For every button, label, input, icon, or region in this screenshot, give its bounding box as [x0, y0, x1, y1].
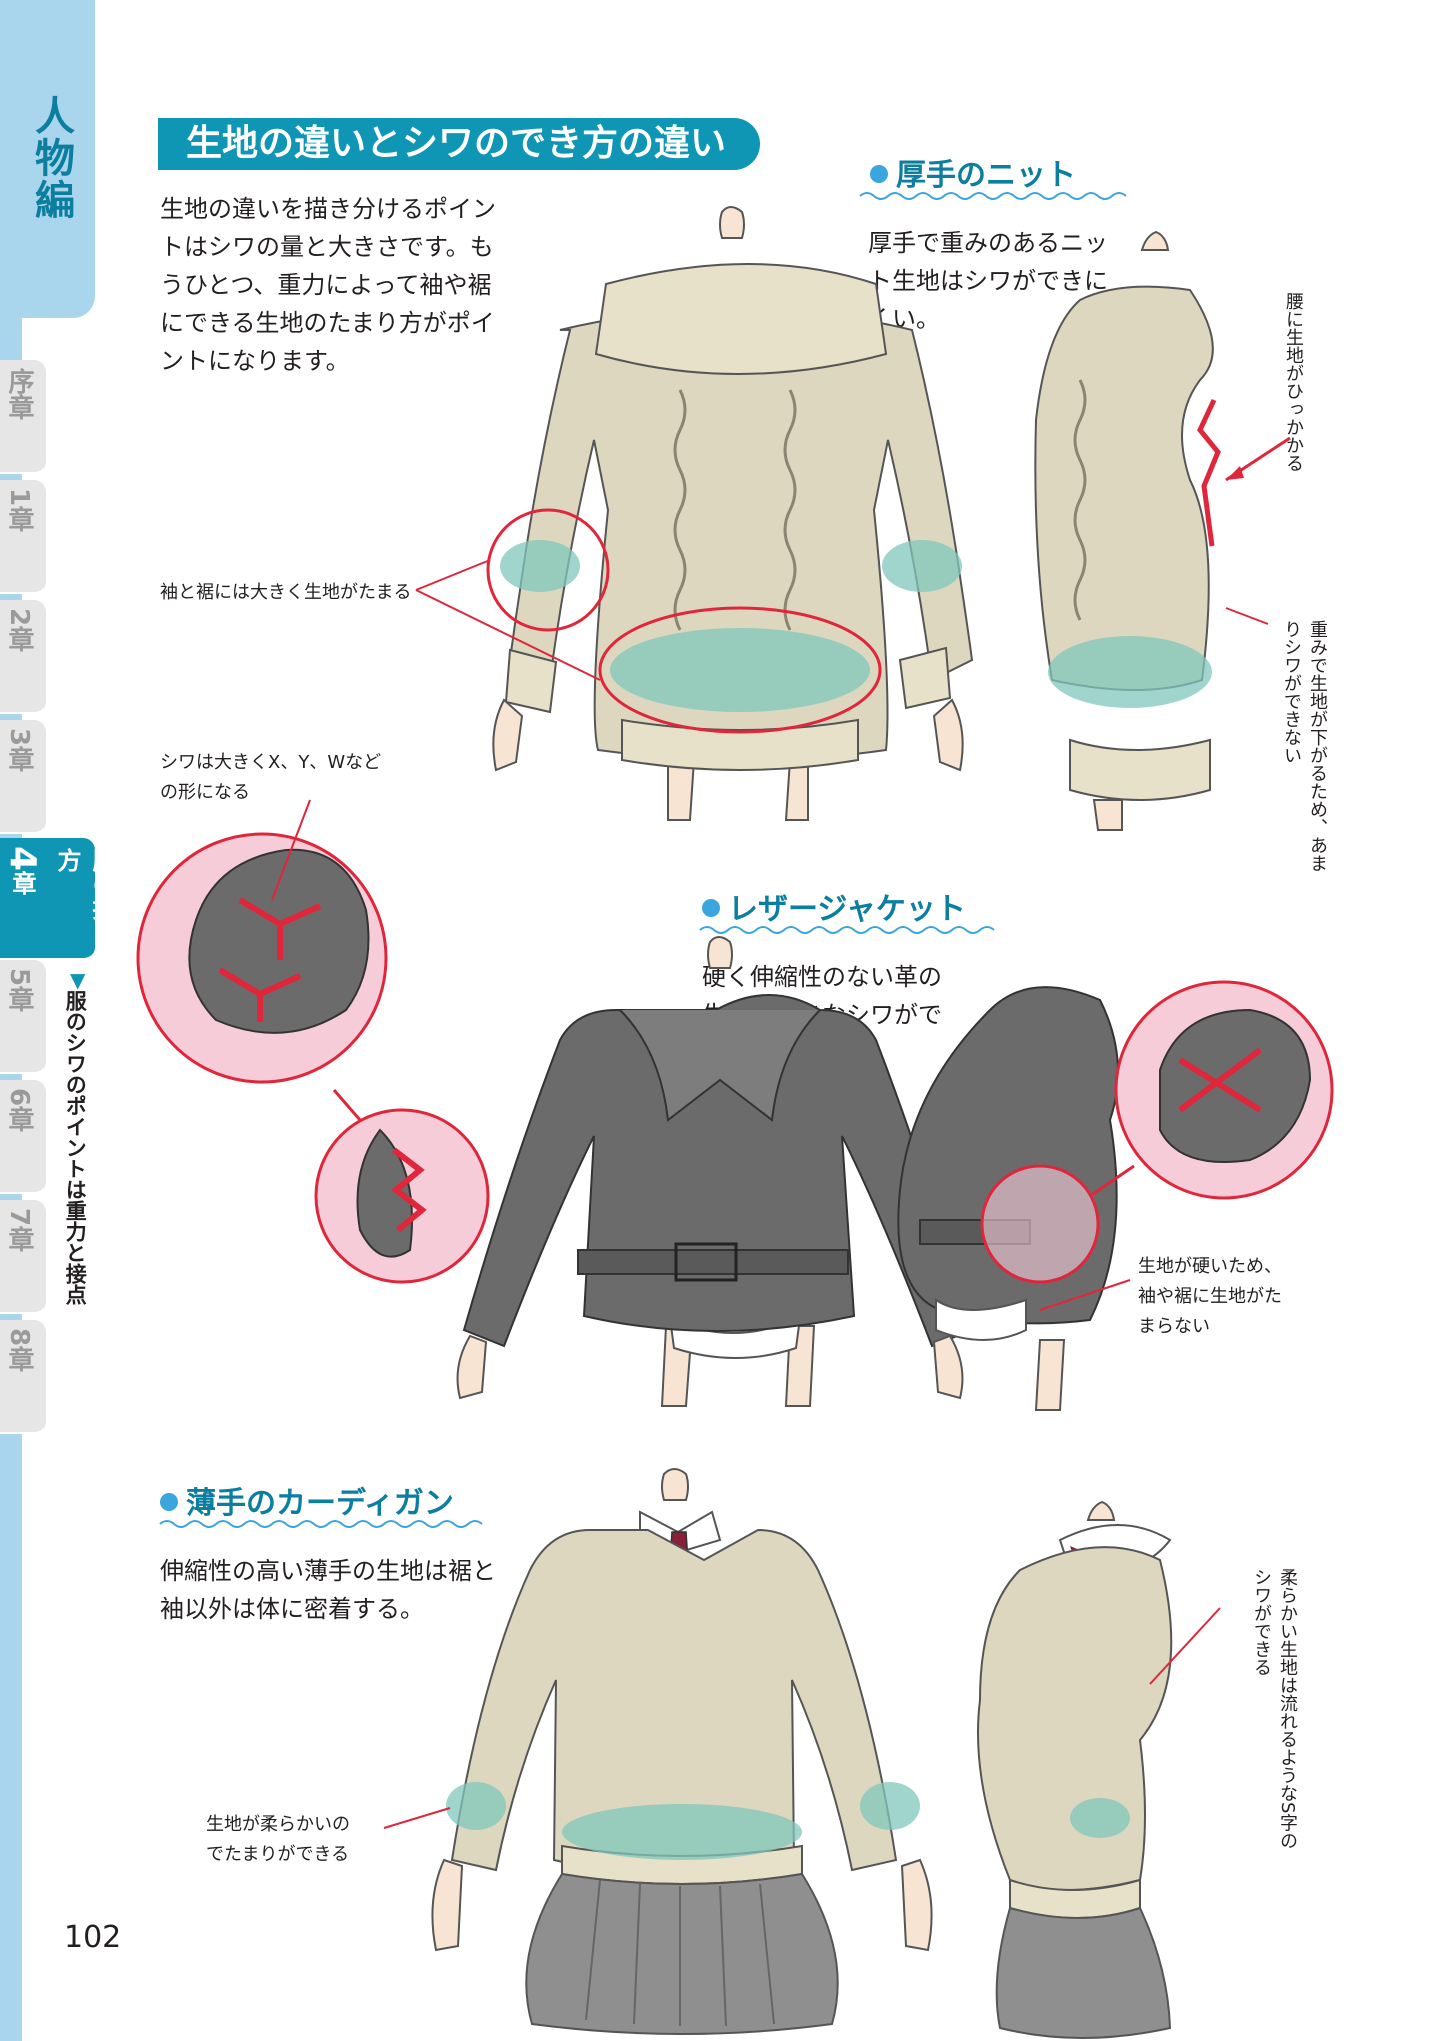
- heading-underline: [159, 1520, 483, 1528]
- note-s-wrinkle: 柔らかい生地は流れるようなS字のシワができる: [1251, 1568, 1298, 1850]
- category-label: 人物編: [28, 95, 74, 221]
- main-heading: 生地の違いとシワのでき方の違い: [158, 118, 761, 170]
- chapter-number: 4章: [2, 846, 43, 896]
- chapter-tab-5[interactable]: 5章: [0, 960, 46, 1074]
- chapter-label: 2章: [4, 608, 34, 653]
- chapter-label: 7章: [4, 1208, 34, 1253]
- cardigan-text: 伸縮性の高い薄手の生地は裾と袖以外は体に密着する。: [160, 1557, 496, 1623]
- section-heading-leather: レザージャケット: [702, 884, 966, 928]
- note-waist: 腰に生地がひっかかる: [1283, 292, 1304, 472]
- chapter-label: 3章: [4, 728, 34, 773]
- chapter-tab-7[interactable]: 7章: [0, 1200, 46, 1314]
- intro-text: 生地の違いを描き分けるポイントはシワの量と大きさです。もうひとつ、重力によって袖…: [160, 195, 496, 375]
- note-stiff: 生地が硬いため、袖や裾に生地がたまらない: [1138, 1256, 1282, 1337]
- note-wrinkle-shape: シワは大きくX、Y、Wなどの形になる: [160, 752, 382, 803]
- chapter-label: 8章: [4, 1328, 34, 1373]
- cardigan-front-figure: [383, 1468, 933, 2035]
- chapter-tab-intro[interactable]: 序章: [0, 360, 46, 474]
- chapter-tab-2[interactable]: 2章: [0, 600, 46, 714]
- note-weight: 重みで生地が下がるため、あまりシワができない: [1281, 620, 1328, 872]
- bullet-icon: [870, 165, 888, 183]
- chapter-tab-4-active[interactable]: 4章 服の描き方: [0, 838, 116, 960]
- subsection-title: 服のシワのポイントは重力と接点: [63, 990, 88, 1305]
- bullet-icon: [702, 899, 720, 917]
- bullet-icon: [160, 1493, 178, 1511]
- chapter-label: 6章: [4, 1088, 34, 1133]
- heading-underline: [699, 926, 995, 934]
- knit-side-figure: [1034, 230, 1291, 831]
- chapter-label: 序章: [4, 368, 34, 420]
- chapter-tab-6[interactable]: 6章: [0, 1080, 46, 1194]
- leather-front-figure: [456, 936, 974, 1407]
- section-heading-cardigan: 薄手のカーディガン: [160, 1478, 454, 1522]
- heading-underline: [859, 192, 1127, 200]
- page-number: 102: [64, 1920, 122, 1955]
- chapter-tab-8[interactable]: 8章: [0, 1320, 46, 1434]
- leather-zoom-bubble-left: [136, 799, 490, 1284]
- cardigan-side-figure: [977, 1500, 1221, 2039]
- chapter-sidebar: 人物編 序章 1章 2章 3章 4章 服の描き方 5章 6章 7章 8章 ▼ 服…: [0, 0, 116, 2041]
- note-soft-pool: 生地が柔らかいのでたまりができる: [206, 1814, 350, 1865]
- chapter-title: 服の描き方: [53, 848, 116, 944]
- note-hem: 袖と裾には大きく生地がたまる: [160, 582, 412, 603]
- knit-text: 厚手で重みのあるニット生地はシワができにくい。: [868, 229, 1108, 333]
- chapter-label: 5章: [4, 968, 34, 1013]
- section-heading-knit: 厚手のニット: [870, 150, 1076, 194]
- triangle-down-icon: ▼: [70, 968, 86, 992]
- category-tab[interactable]: 人物編: [0, 0, 95, 318]
- chapter-tab-1[interactable]: 1章: [0, 480, 46, 594]
- chapter-label: 1章: [4, 488, 34, 533]
- chapter-tab-3[interactable]: 3章: [0, 720, 46, 834]
- knit-front-figure: [415, 206, 974, 821]
- leather-side-figure: [897, 980, 1334, 1411]
